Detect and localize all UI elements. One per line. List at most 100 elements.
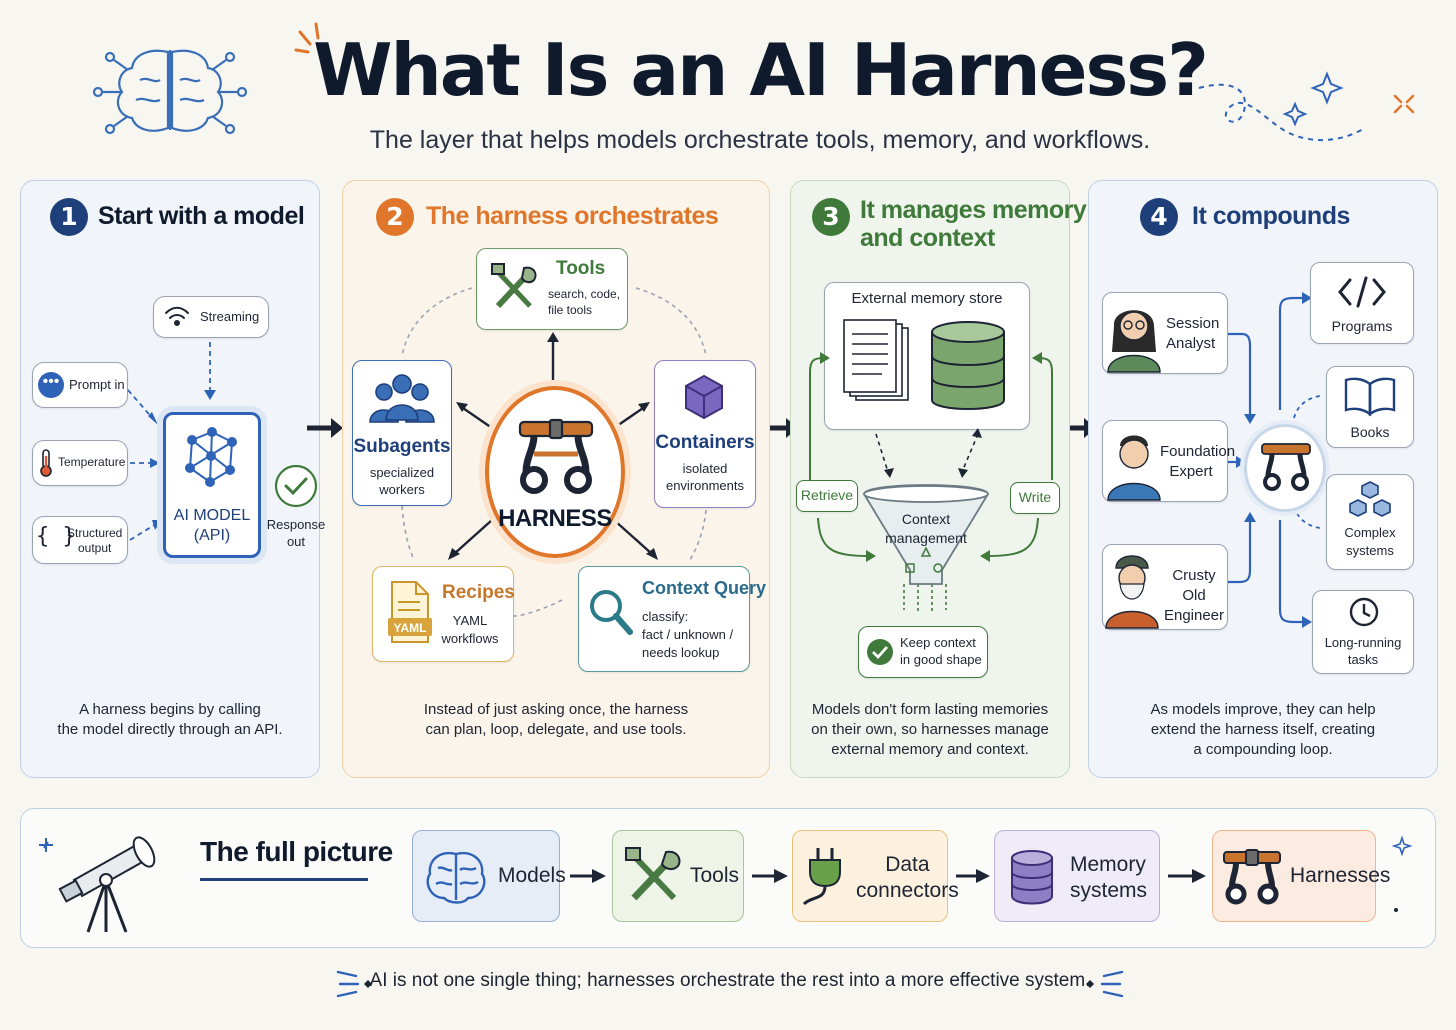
braces-icon: { } <box>36 524 76 549</box>
chat-icon: ••• <box>38 372 64 398</box>
containers-title: Containers <box>655 432 755 453</box>
structured-output-pill <box>32 516 128 564</box>
panel-arrow-1 <box>307 418 343 438</box>
man-avatar-icon <box>1107 435 1161 501</box>
harness-hub <box>485 386 625 558</box>
flow-models-label: Models <box>498 864 566 887</box>
ai-model-label: AI MODEL(API) <box>173 507 251 544</box>
old-man-avatar-icon <box>1105 555 1159 629</box>
cube-icon <box>685 374 723 420</box>
panel-manages-memory <box>790 180 1070 778</box>
network-icon <box>185 427 237 487</box>
temperature-pill <box>32 440 128 486</box>
compound-hub <box>1244 424 1326 512</box>
panel-1-title: Start with a model <box>98 202 305 230</box>
wifi-icon <box>165 306 189 326</box>
wrench-screwdriver-icon <box>491 263 537 309</box>
retrieve-label: Retrieve <box>800 487 854 503</box>
flow-item-tools <box>612 830 744 922</box>
brain-circuit-icon <box>92 49 248 135</box>
plug-icon <box>802 848 841 906</box>
footer-caption: AI is not one single thing; harnesses or… <box>369 970 1091 991</box>
cubes-icon <box>1349 481 1391 517</box>
orchestration-links <box>401 287 707 617</box>
clock-icon <box>1349 597 1379 627</box>
tools-card <box>476 248 628 330</box>
check-circle-icon <box>274 464 318 508</box>
tools-subtitle: search, code,file tools <box>548 287 621 317</box>
harness-flow-icon <box>1223 849 1281 905</box>
step-number-3: 3 <box>812 198 850 236</box>
documents-database-icon <box>843 319 1005 410</box>
panel-2-title: The harness orchestrates <box>426 202 719 230</box>
sparkle-doodle-icon <box>1198 71 1415 142</box>
harness-small-icon <box>1261 443 1311 491</box>
temperature-label: Temperature <box>58 455 126 469</box>
people-group-icon <box>369 374 435 423</box>
yaml-badge: YAML <box>393 621 427 635</box>
footer-accent-left-icon <box>336 970 372 998</box>
page-title: What Is an AI Harness? <box>313 28 1209 112</box>
recipes-title: Recipes <box>442 582 515 603</box>
streaming-label: Streaming <box>200 309 260 324</box>
step-number-2: 2 <box>376 198 414 236</box>
full-picture-title: The full picture <box>200 836 393 867</box>
magnifier-icon <box>590 590 633 635</box>
programs-label: Programs <box>1331 318 1393 334</box>
title-underline <box>200 878 368 881</box>
output-card-programs <box>1310 262 1414 344</box>
page-subtitle: The layer that helps models orchestrate … <box>369 126 1151 154</box>
sparkle-icon <box>1391 835 1413 912</box>
woman-avatar-icon <box>1107 310 1161 373</box>
harness-icon <box>518 418 594 494</box>
tools-title: Tools <box>556 258 606 279</box>
document-icon <box>388 581 432 643</box>
footer-accent-right-icon <box>1086 970 1124 998</box>
flow-item-harnesses <box>1212 830 1376 922</box>
telescope-icon <box>39 836 156 933</box>
books-label: Books <box>1350 424 1390 440</box>
panel-2-description: Instead of just asking once, the harness… <box>423 701 689 738</box>
retrieve-pill <box>796 480 858 512</box>
book-icon <box>1344 377 1396 417</box>
context-query-subtitle: classify:fact / unknown /needs lookup <box>642 609 734 660</box>
funnel-icon <box>863 484 989 585</box>
wrench-icon <box>625 847 681 901</box>
flow-item-models <box>412 830 560 922</box>
check-badge-icon <box>867 639 893 665</box>
context-query-title: Context Query <box>642 578 767 598</box>
code-icon <box>1338 276 1386 308</box>
thermometer-icon <box>40 449 52 477</box>
memory-flow-arrows <box>809 352 1053 612</box>
step-number-1: 1 <box>50 198 88 236</box>
flow-harnesses-label: Harnesses <box>1290 864 1391 887</box>
brain-icon <box>426 851 486 904</box>
spark-icon <box>294 22 320 54</box>
prompt-in-label: Prompt in <box>69 377 125 392</box>
write-pill <box>1010 482 1060 514</box>
step-number-4: 4 <box>1140 198 1178 236</box>
memory-store-label: External memory store <box>851 290 1003 307</box>
compound-loop-arrows <box>1228 292 1321 628</box>
panel-4-title: It compounds <box>1192 202 1350 230</box>
write-label: Write <box>1018 489 1052 505</box>
harness-label: HARNESS <box>498 505 612 532</box>
